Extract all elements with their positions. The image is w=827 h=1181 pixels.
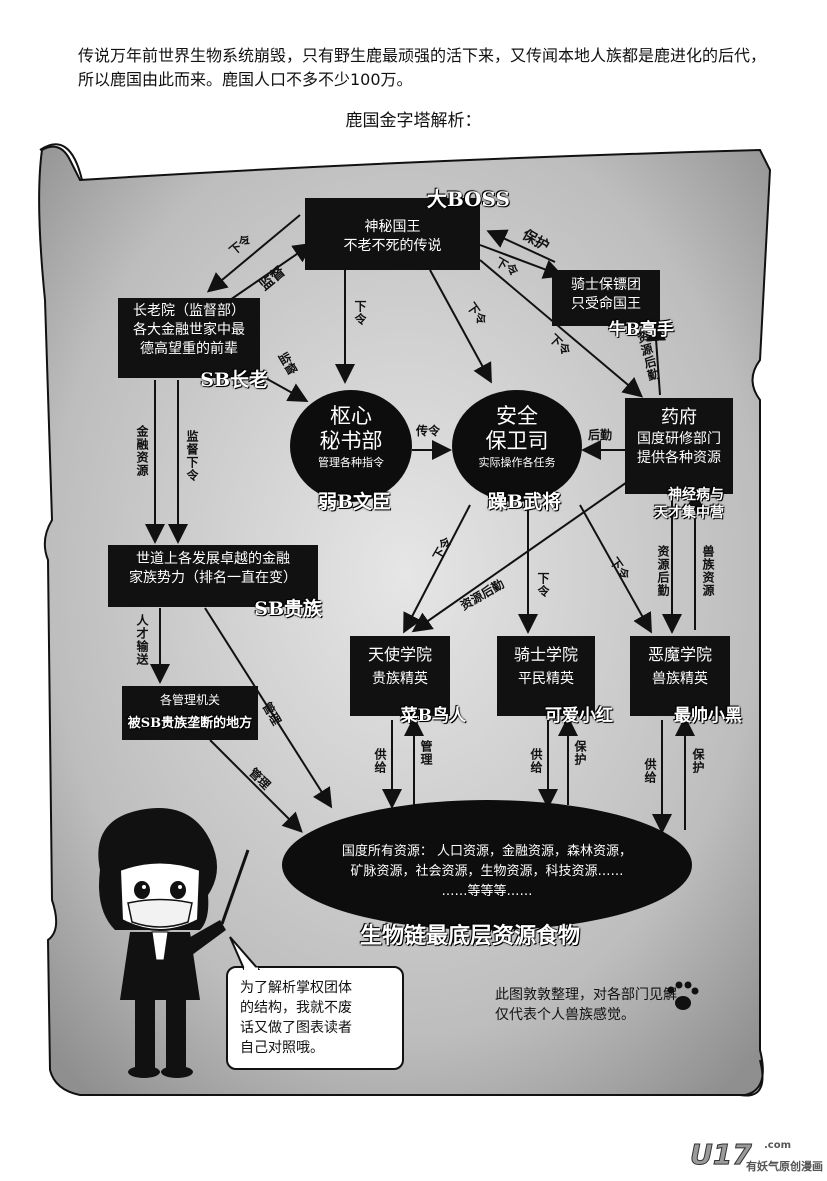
node-resources-line2: 矿脉资源，社会资源，生物资源，科技资源…… xyxy=(350,864,624,879)
speech-bubble: 为了解析掌权团体 的结构，我就不废 话又做了图表读者 自己对照哦。 xyxy=(226,966,404,1070)
node-elders-tag: SB长老 xyxy=(200,369,268,391)
node-knights-guard-line2: 只受命国王 xyxy=(571,296,641,312)
edge-nobles-agencies-label: 人才输送 xyxy=(135,614,149,666)
node-angel-sub: 贵族精英 xyxy=(372,671,428,687)
node-agencies-tag: 被SB贵族垄断的地方 xyxy=(127,716,253,731)
edge-knight-supply-label: 供给 xyxy=(529,748,543,774)
node-demon-title: 恶魔学院 xyxy=(647,645,712,664)
node-secretariat-sub: 管理各种指令 xyxy=(318,456,384,469)
node-pharmacy: 药府 国度研修部门 提供各种资源 xyxy=(625,398,733,494)
paw-icon xyxy=(667,981,699,1010)
node-knights-guard: 骑士保镖团 只受命国王 牛B高手 xyxy=(552,270,674,340)
edge-angel-manage-label: 管理 xyxy=(419,740,433,766)
node-resources: 国度所有资源： 人口资源，金融资源，森林资源， 矿脉资源，社会资源，生物资源，科… xyxy=(282,800,692,930)
node-pharmacy-tag2: 天才集中营 xyxy=(654,505,724,521)
node-demon-tag: 最帅小黑 xyxy=(674,706,742,726)
footnote: 此图敦敦整理，对各部门见解 仅代表个人兽族感觉。 xyxy=(495,985,677,1025)
node-nobles-tag: SB贵族 xyxy=(254,598,322,620)
node-nobles-line2: 家族势力（排名一直在变） xyxy=(129,570,297,586)
node-demon-sub: 兽族精英 xyxy=(652,671,708,687)
u17-watermark: U17 .com 有妖气原创漫画 xyxy=(690,1138,825,1178)
node-secretariat: 枢心 秘书部 管理各种指令 xyxy=(290,390,412,502)
node-agencies-title: 各管理机关 xyxy=(159,693,220,707)
node-security: 安全 保卫司 实际操作各任务 xyxy=(452,390,582,502)
author-character-illustration xyxy=(98,808,250,1078)
node-angel: 天使学院 贵族精英 菜B鸟人 xyxy=(350,636,466,726)
edge-elders-nobles-supervise-label: 监督下令 xyxy=(185,430,199,482)
edge-demon-supply-label: 供给 xyxy=(643,758,657,784)
footnote-line2: 仅代表个人兽族感觉。 xyxy=(495,1007,635,1023)
speech-bubble-line2: 的结构，我就不废 xyxy=(240,1000,352,1016)
node-pharmacy-title: 药府 xyxy=(661,407,697,428)
node-pharmacy-tag1: 神经病与 xyxy=(668,487,724,503)
node-angel-tag: 菜B鸟人 xyxy=(400,706,466,726)
node-knight-academy: 骑士学院 平民精英 可爱小红 xyxy=(497,636,613,726)
node-elders-line2: 各大金融世家中最 xyxy=(133,322,245,338)
node-boss-tag: 大BOSS xyxy=(426,187,510,211)
node-demon: 恶魔学院 兽族精英 最帅小黑 xyxy=(630,636,742,726)
edge-security-knight-label: 下令 xyxy=(536,572,550,598)
speech-bubble-tail xyxy=(229,936,261,971)
node-pharmacy-line2: 提供各种资源 xyxy=(637,450,721,466)
node-security-title2: 保卫司 xyxy=(485,429,549,453)
speech-bubble-line1: 为了解析掌权团体 xyxy=(240,980,352,996)
node-security-title1: 安全 xyxy=(496,404,538,428)
node-elders: 长老院（监督部） 各大金融世家中最 德高望重的前辈 SB长老 xyxy=(118,298,268,390)
node-knights-guard-tag: 牛B高手 xyxy=(608,320,674,340)
node-secretariat-title1: 枢心 xyxy=(330,404,372,428)
node-knights-guard-line1: 骑士保镖团 xyxy=(571,277,641,293)
intro-text: 传说万年前世界生物系统崩毁，只有野生鹿最顽强的活下来，又传闻本地人族都是鹿进化的… xyxy=(78,46,767,89)
edge-secretariat-security-label: 传令 xyxy=(416,424,441,438)
node-knight-academy-title: 骑士学院 xyxy=(513,645,578,664)
edge-pharmacy-demon-support-label: 资源后勤 xyxy=(656,545,670,597)
u17-logo: U17 xyxy=(690,1138,753,1172)
node-boss-line2: 不老不死的传说 xyxy=(343,238,442,254)
node-resources-line3: ……等等等…… xyxy=(441,884,533,899)
u17-sub: 有妖气原创漫画 xyxy=(746,1160,823,1173)
node-agencies: 各管理机关 被SB贵族垄断的地方 xyxy=(122,686,258,740)
speech-bubble-line3: 话又做了图表读者 xyxy=(240,1020,352,1036)
node-security-tag: 躁B武将 xyxy=(488,491,562,513)
node-security-sub: 实际操作各任务 xyxy=(478,456,556,469)
speech-bubble-line4: 自己对照哦。 xyxy=(240,1040,324,1056)
diagram-heading: 鹿国金字塔解析： xyxy=(345,111,482,131)
node-knight-academy-tag: 可爱小红 xyxy=(545,706,613,726)
node-boss: 大BOSS 神秘国王 不老不死的传说 xyxy=(305,189,510,270)
node-elders-line3: 德高望重的前辈 xyxy=(140,341,238,357)
node-nobles: 世道上各发展卓越的金融 家族势力（排名一直在变） SB贵族 xyxy=(108,545,322,619)
edge-elders-nobles-finance-label: 金融资源 xyxy=(135,425,149,477)
edge-knight-protect-label: 保护 xyxy=(573,740,587,766)
footnote-line1: 此图敦敦整理，对各部门见解 xyxy=(495,987,677,1003)
node-secretariat-tag: 弱B文臣 xyxy=(318,491,392,513)
edge-demon-protect-label: 保护 xyxy=(691,748,705,774)
node-pharmacy-line1: 国度研修部门 xyxy=(637,431,721,447)
node-angel-title: 天使学院 xyxy=(367,645,432,664)
edge-pharmacy-demon-beast-label: 兽族资源 xyxy=(701,545,715,597)
node-secretariat-title2: 秘书部 xyxy=(319,429,383,453)
node-boss-line1: 神秘国王 xyxy=(364,219,421,235)
edge-boss-secretariat-label: 下令 xyxy=(353,300,367,326)
node-resources-line1: 国度所有资源： 人口资源，金融资源，森林资源， xyxy=(341,844,633,859)
node-elders-line1: 长老院（监督部） xyxy=(133,303,245,319)
node-resources-tag: 生物链最底层资源食物 xyxy=(360,923,581,949)
node-knight-academy-sub: 平民精英 xyxy=(518,671,574,687)
edge-pharmacy-security-label: 后勤 xyxy=(588,428,613,442)
u17-com: .com xyxy=(764,1140,792,1151)
edge-angel-supply-label: 供给 xyxy=(373,748,387,774)
node-nobles-line1: 世道上各发展卓越的金融 xyxy=(136,551,290,567)
